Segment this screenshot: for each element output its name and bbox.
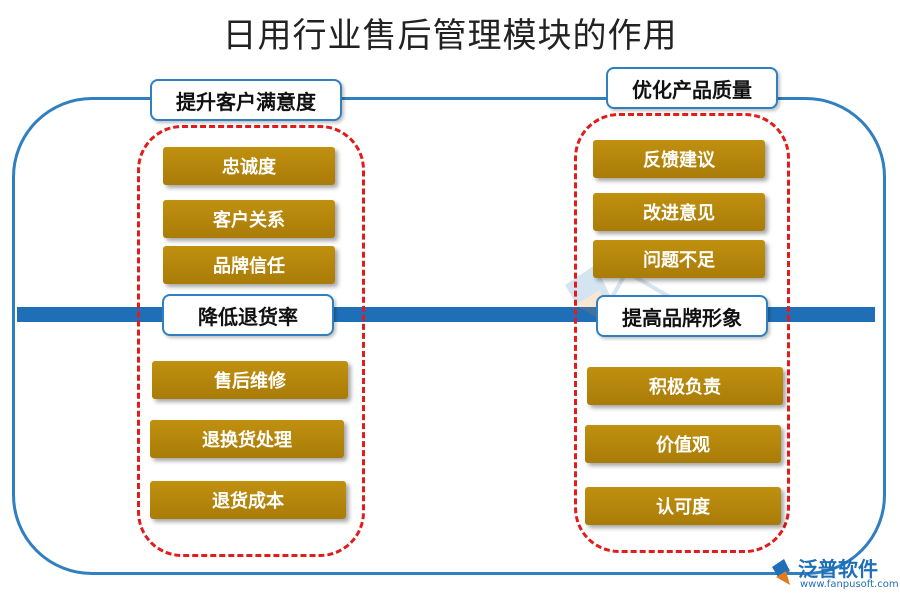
category-left-top: 提升客户满意度 [150,79,342,121]
item-left-top-3: 品牌信任 [163,246,335,284]
item-right-bottom-2: 价值观 [585,425,781,463]
category-right-bottom: 提高品牌形象 [596,295,768,337]
item-right-bottom-3: 认可度 [585,487,781,525]
diagram-title: 日用行业售后管理模块的作用 [222,16,678,56]
item-right-top-2: 改进意见 [593,193,765,231]
item-left-top-2: 客户关系 [163,200,335,238]
item-left-bottom-2: 退换货处理 [150,420,344,458]
item-right-top-3: 问题不足 [593,240,765,278]
category-left-bottom: 降低退货率 [162,294,334,336]
right-group-outline [574,113,790,553]
brand-mark-icon [772,559,790,585]
brand-logo: 泛普软件 www.fanpusoft.com [770,553,899,597]
category-right-top: 优化产品质量 [606,67,778,109]
left-group-outline [137,125,365,557]
item-left-bottom-3: 退货成本 [150,481,346,519]
item-left-top-1: 忠诚度 [163,147,335,185]
item-right-bottom-1: 积极负责 [587,367,783,405]
brand-url: www.fanpusoft.com [800,579,899,590]
outer-frame [12,97,886,575]
item-right-top-1: 反馈建议 [593,140,765,178]
item-left-bottom-1: 售后维修 [152,361,348,399]
brand-name: 泛普软件 [798,557,878,581]
